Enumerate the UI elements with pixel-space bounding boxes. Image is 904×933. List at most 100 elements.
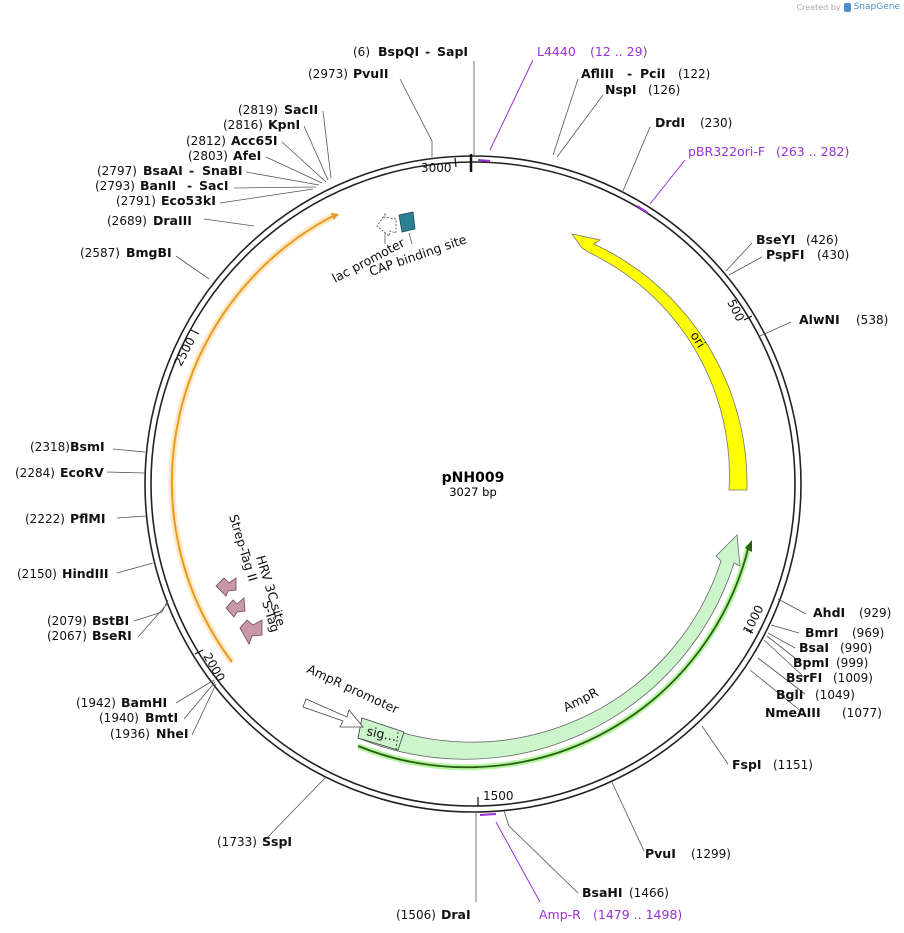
ampr-promoter-feature[interactable] <box>302 698 364 728</box>
site-num: (2812) <box>186 134 226 148</box>
site-num: (430) <box>817 248 849 262</box>
site-num: (2819) <box>238 103 278 117</box>
site-name: AfeI <box>233 148 261 163</box>
site-num: (1151) <box>773 758 813 772</box>
site-num: (2222) <box>25 512 65 526</box>
primer-l4440[interactable]: L4440 (12 .. 29) <box>477 44 647 162</box>
backbone-outer <box>144 155 802 813</box>
site-name: SacII <box>284 102 318 117</box>
site-num: (538) <box>856 313 888 327</box>
site-name: AhdI <box>813 605 845 620</box>
tick-label-1000: 1000 <box>740 603 766 637</box>
site-num: (1936) <box>110 727 150 741</box>
tick-label-3000: 3000 <box>421 161 452 175</box>
cap-binding-site-feature[interactable] <box>398 211 416 233</box>
site-num: (1506) <box>396 908 436 922</box>
site-name: NspI <box>605 82 637 97</box>
site-num: (1940) <box>99 711 139 725</box>
snapgene-brand: SnapGene <box>853 2 900 12</box>
site-num: (2067) <box>47 629 87 643</box>
svg-text:-: - <box>189 163 194 178</box>
site-name: Eco53kI <box>161 193 216 208</box>
site-num: (1942) <box>76 696 116 710</box>
tick-500: 500 <box>724 297 753 324</box>
site-num: (6) <box>353 45 370 59</box>
site-name: SacI <box>199 178 229 193</box>
site-name: BsrFI <box>786 670 822 685</box>
site-num: (990) <box>840 641 872 655</box>
site-num: (1733) <box>217 835 257 849</box>
ori-label: ori <box>687 329 708 351</box>
site-name: BsmI <box>70 439 105 454</box>
site-name: PvuII <box>353 66 389 81</box>
site-num: (2791) <box>116 194 156 208</box>
plasmid-length: 3027 bp <box>449 485 497 499</box>
site-name: AflIII <box>581 66 614 81</box>
site-num: (2803) <box>188 149 228 163</box>
ori-feature[interactable] <box>571 233 748 491</box>
primer-l4440-name: L4440 <box>537 44 576 59</box>
site-name: BanII <box>140 178 176 193</box>
site-name: NheI <box>156 726 189 741</box>
site-name: EcoRV <box>60 465 104 480</box>
site-name: FspI <box>732 757 762 772</box>
hrv-3c-site-feature[interactable] <box>225 597 246 618</box>
site-name: BsaAI <box>143 163 183 178</box>
site-name: HindIII <box>62 566 109 581</box>
sig-label: sig… <box>365 723 398 744</box>
site-num: (2793) <box>95 179 135 193</box>
site-name: SspI <box>262 834 292 849</box>
site-name: DraI <box>441 907 471 922</box>
snapgene-logo-icon <box>843 2 851 12</box>
lac-promoter-feature[interactable] <box>376 212 397 237</box>
site-name: SnaBI <box>202 163 243 178</box>
site-name: PspFI <box>766 247 805 262</box>
site-num: (2318) <box>30 440 70 454</box>
tick-3000: 3000 <box>421 157 457 175</box>
site-num: (929) <box>859 606 891 620</box>
site-num: (1077) <box>842 706 882 720</box>
site-name: SapI <box>437 44 468 59</box>
site-num: (2079) <box>47 614 87 628</box>
amp-region-arc <box>357 544 750 769</box>
primer-pbr322ori-f[interactable]: pBR322ori-F (263 .. 282) <box>636 144 849 214</box>
site-num: (122) <box>678 67 710 81</box>
site-name: BsaI <box>799 640 829 655</box>
site-name: NmeAIII <box>765 705 821 720</box>
site-name: BseYI <box>756 232 795 247</box>
primer-pbr322ori-f-name: pBR322ori-F <box>688 144 765 159</box>
s-tag-feature[interactable] <box>239 619 263 645</box>
site-name: DraIII <box>153 213 192 228</box>
tick-1500: 1500 <box>477 789 514 806</box>
site-num: (2689) <box>107 214 147 228</box>
site-num: (1049) <box>815 688 855 702</box>
site-num: (426) <box>806 233 838 247</box>
site-name: Acc65I <box>231 133 278 148</box>
site-name: BsaHI <box>582 885 623 900</box>
site-num: (126) <box>648 83 680 97</box>
site-labels: (6) BspQI - SapI (2973) PvuII AflIII - P… <box>15 44 891 922</box>
site-name: BmrI <box>805 625 838 640</box>
strep-tag-label: Strep-Tag II <box>226 512 261 583</box>
primer-amp-r-name: Amp-R <box>539 907 581 922</box>
primer-l4440-range: (12 .. 29) <box>590 44 647 59</box>
site-name: BglI <box>776 687 803 702</box>
site-num: (1466) <box>629 886 669 900</box>
site-leader-lines <box>106 61 807 902</box>
svg-text:-: - <box>425 44 430 59</box>
site-num: (230) <box>700 116 732 130</box>
ampr-feature[interactable] <box>357 534 741 760</box>
site-num: (1299) <box>691 847 731 861</box>
site-name: PflMI <box>70 511 106 526</box>
tick-1000: 1000 <box>740 603 766 637</box>
site-name: BspQI <box>378 44 419 59</box>
strep-tag-feature[interactable] <box>215 577 237 597</box>
tick-label-1500: 1500 <box>483 789 514 803</box>
site-name: PvuI <box>645 846 676 861</box>
primer-amp-r[interactable]: Amp-R (1479 .. 1498) <box>479 813 682 922</box>
site-num: (2587) <box>80 246 120 260</box>
sig-peptide-feature[interactable] <box>357 717 405 751</box>
ampr-label: AmpR <box>561 684 601 714</box>
site-num: (2816) <box>223 118 263 132</box>
primer-pbr322ori-f-range: (263 .. 282) <box>776 144 849 159</box>
